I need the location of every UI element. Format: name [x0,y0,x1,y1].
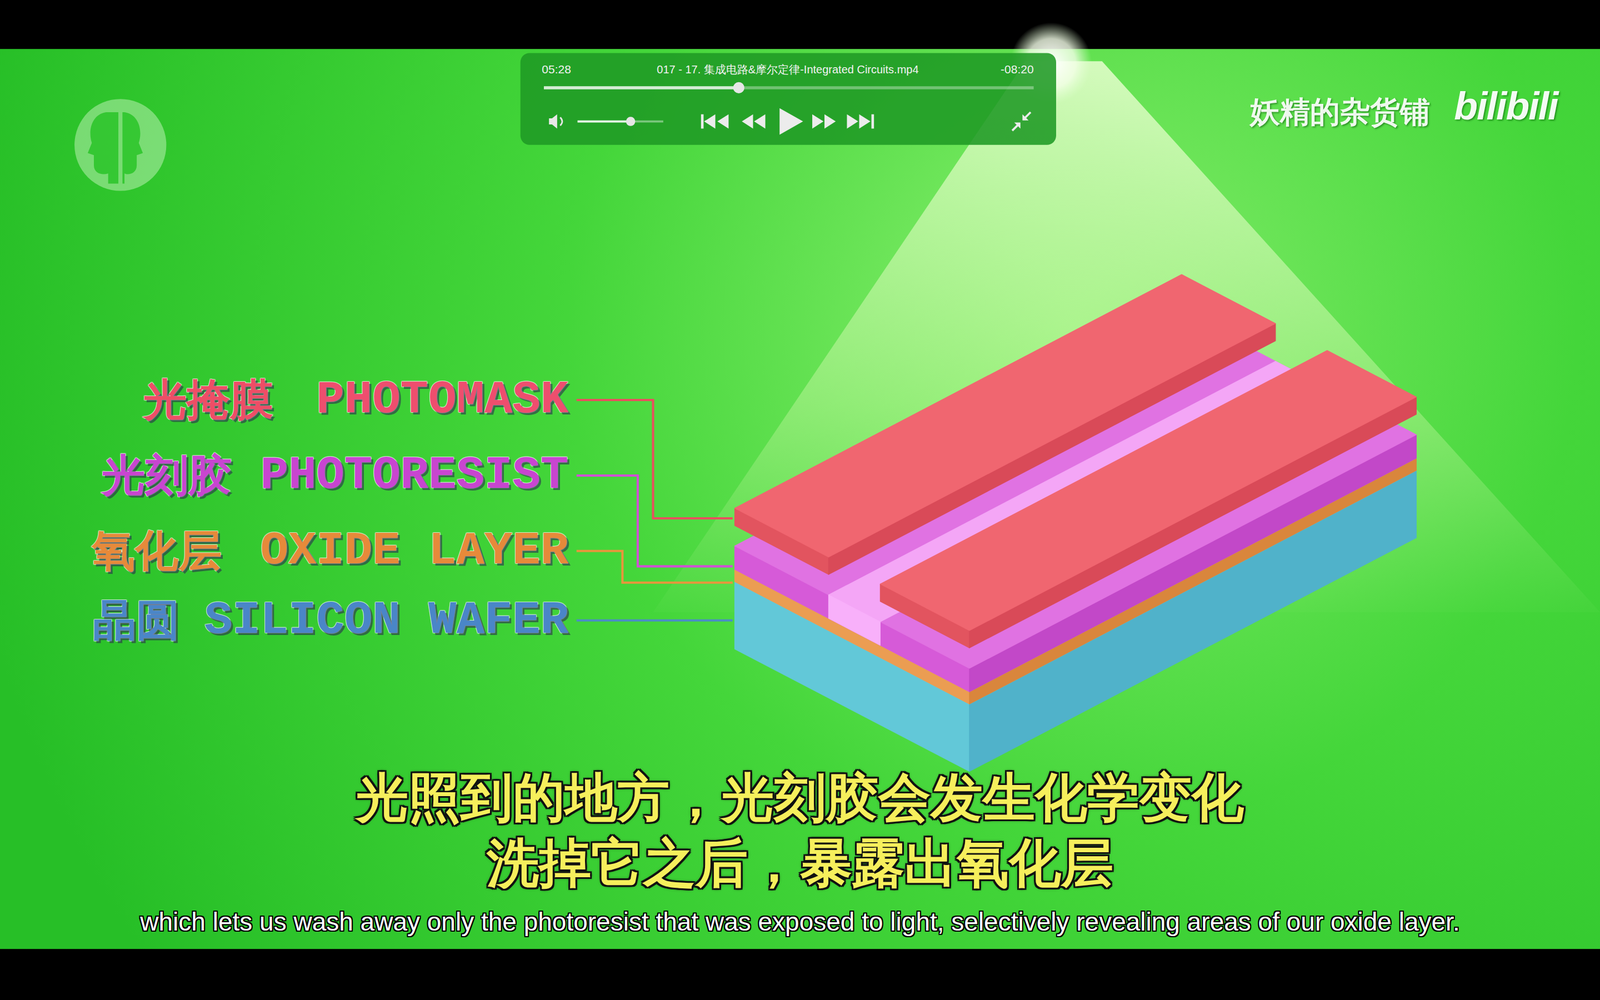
play-button [779,108,803,135]
layer-label-en: PHOTOMASK [316,373,569,428]
wafer-stack [734,274,1417,772]
green-background [0,48,1600,949]
progress-played [543,86,739,90]
volume-track [577,120,664,123]
exposed-resist [828,595,880,646]
time-elapsed: 05:28 [541,62,572,77]
bilibili-logo: bilibili [1453,83,1558,129]
leader-line [576,475,733,567]
leader-line [576,551,733,583]
volume-knob [626,116,636,127]
layer-label-cn: 光刻胶 [101,450,232,501]
skip-back-button [701,114,729,129]
volume-icon [548,114,563,129]
pbs-logo [74,98,167,191]
photomask-bar-top-face [880,350,1417,631]
layer-label-cn: 晶圆 [92,595,180,646]
subtitle-cn: 洗掉它之后，暴露出氧化层 [486,833,1114,894]
rewind-button [741,114,765,129]
leader-line [576,400,733,519]
player-panel [520,53,1057,145]
leader-line [576,619,733,622]
panel-background [520,53,1057,145]
subtitle-en: which lets us wash away only the photore… [140,906,1460,937]
forward-button [812,114,836,129]
time-remaining: -08:20 [1000,62,1034,77]
skip-forward-button [846,114,874,129]
layer-label-cn: 氧化层 [91,526,222,577]
layer-label-en: OXIDE LAYER [260,524,569,579]
progress-knob [733,82,745,94]
video-filename: 017 - 17. 集成电路&摩尔定律-Integrated Circuits.… [656,62,919,76]
leader-lines [576,400,733,621]
layer-label-en: PHOTORESIST [260,448,569,503]
subtitle-cn: 光照到的地方，光刻胶会发生化学变化 [356,767,1244,828]
progress-track [543,86,1034,90]
exit-fullscreen-button [1012,112,1031,131]
volume-level [577,120,632,123]
layer-label-en: SILICON WAFER [204,593,569,648]
layer-label-cn: 光掩膜 [143,375,274,425]
watermark-text: 妖精的杂货铺 [1250,95,1430,130]
